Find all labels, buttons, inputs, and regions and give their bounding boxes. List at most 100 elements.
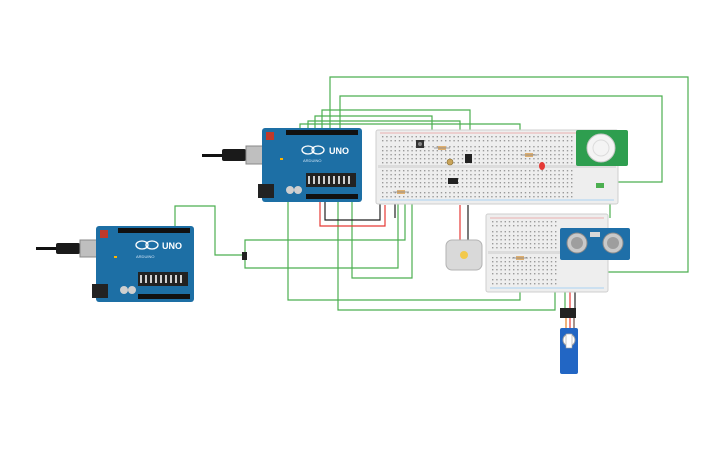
breadboard-hole[interactable] [524, 146, 527, 148]
breadboard-hole[interactable] [558, 170, 560, 172]
breadboard-hole[interactable] [529, 170, 531, 172]
breadboard-hole[interactable] [555, 239, 557, 241]
breadboard-hole[interactable] [554, 186, 556, 188]
breadboard-hole[interactable] [478, 196, 480, 198]
breadboard-hole[interactable] [542, 231, 544, 233]
breadboard-hole[interactable] [496, 225, 498, 227]
breadboard-hole[interactable] [508, 243, 511, 245]
breadboard-hole[interactable] [500, 247, 502, 249]
breadboard-hole[interactable] [517, 265, 519, 267]
breadboard-hole[interactable] [407, 170, 409, 172]
breadboard-hole[interactable] [503, 196, 506, 198]
breadboard-hole[interactable] [529, 162, 531, 164]
breadboard-hole[interactable] [445, 192, 447, 194]
resistor[interactable] [434, 146, 450, 150]
breadboard-hole[interactable] [533, 150, 535, 152]
breadboard-hole[interactable] [398, 154, 401, 156]
breadboard-hole[interactable] [516, 146, 518, 148]
breadboard-hole[interactable] [457, 186, 459, 188]
breadboard-hole[interactable] [546, 273, 548, 275]
breadboard-hole[interactable] [411, 140, 413, 142]
breadboard-hole[interactable] [517, 243, 519, 245]
breadboard-hole[interactable] [508, 170, 510, 172]
breadboard-hole[interactable] [555, 269, 557, 271]
breadboard-hole[interactable] [524, 182, 527, 184]
breadboard-hole[interactable] [432, 174, 434, 176]
breadboard-hole[interactable] [541, 196, 543, 198]
breadboard-hole[interactable] [516, 186, 518, 188]
breadboard-hole[interactable] [554, 158, 556, 160]
breadboard-hole[interactable] [554, 136, 556, 138]
breadboard-hole[interactable] [470, 174, 472, 176]
breadboard-hole[interactable] [534, 283, 536, 285]
breadboard-hole[interactable] [432, 146, 434, 148]
breadboard-hole[interactable] [386, 192, 388, 194]
breadboard-hole[interactable] [534, 269, 536, 271]
breadboard-hole[interactable] [555, 273, 557, 275]
breadboard-hole[interactable] [428, 162, 430, 164]
breadboard-hole[interactable] [521, 273, 523, 275]
breadboard-hole[interactable] [394, 178, 396, 180]
breadboard-hole[interactable] [500, 243, 502, 245]
breadboard-hole[interactable] [504, 279, 506, 281]
breadboard-hole[interactable] [534, 261, 536, 263]
breadboard-hole[interactable] [534, 257, 536, 259]
breadboard-hole[interactable] [386, 174, 388, 176]
breadboard-hole[interactable] [503, 140, 506, 142]
breadboard-hole[interactable] [503, 154, 506, 156]
breadboard-hole[interactable] [407, 150, 409, 152]
breadboard-hole[interactable] [524, 196, 527, 198]
breadboard-hole[interactable] [466, 146, 468, 148]
breadboard-hole[interactable] [432, 186, 434, 188]
breadboard-hole[interactable] [461, 192, 464, 194]
breadboard-hole[interactable] [562, 150, 564, 152]
breadboard-hole[interactable] [571, 186, 573, 188]
breadboard-hole[interactable] [386, 196, 388, 198]
breadboard-hole[interactable] [394, 140, 396, 142]
breadboard-hole[interactable] [520, 182, 522, 184]
breadboard-hole[interactable] [504, 239, 506, 241]
breadboard-hole[interactable] [513, 279, 515, 281]
breadboard-hole[interactable] [428, 182, 430, 184]
breadboard-hole[interactable] [508, 150, 510, 152]
breadboard-hole[interactable] [541, 150, 543, 152]
breadboard-hole[interactable] [529, 273, 532, 275]
breadboard-hole[interactable] [440, 140, 443, 142]
breadboard-hole[interactable] [487, 140, 489, 142]
breadboard-hole[interactable] [461, 174, 464, 176]
resistor[interactable] [512, 256, 528, 260]
breadboard-hole[interactable] [386, 140, 388, 142]
breadboard-hole[interactable] [440, 150, 443, 152]
breadboard-hole[interactable] [432, 162, 434, 164]
breadboard-hole[interactable] [513, 243, 515, 245]
breadboard-hole[interactable] [496, 221, 498, 223]
breadboard-hole[interactable] [508, 247, 511, 249]
breadboard-hole[interactable] [474, 162, 476, 164]
wire-black[interactable] [324, 200, 381, 221]
breadboard-hole[interactable] [466, 186, 468, 188]
breadboard-hole[interactable] [562, 140, 564, 142]
breadboard-hole[interactable] [474, 186, 476, 188]
breadboard-hole[interactable] [513, 235, 515, 237]
breadboard-hole[interactable] [495, 154, 497, 156]
breadboard-hole[interactable] [403, 150, 405, 152]
breadboard-hole[interactable] [403, 174, 405, 176]
breadboard-hole[interactable] [394, 158, 396, 160]
breadboard-hole[interactable] [386, 162, 388, 164]
breadboard-hole[interactable] [482, 196, 485, 198]
breadboard-hole[interactable] [537, 186, 539, 188]
breadboard-hole[interactable] [453, 196, 455, 198]
breadboard-hole[interactable] [496, 231, 498, 233]
breadboard-hole[interactable] [504, 273, 506, 275]
breadboard-hole[interactable] [554, 196, 556, 198]
breadboard-hole[interactable] [453, 192, 455, 194]
breadboard-hole[interactable] [428, 174, 430, 176]
breadboard-hole[interactable] [424, 140, 426, 142]
breadboard-hole[interactable] [500, 265, 502, 267]
breadboard-hole[interactable] [424, 170, 426, 172]
breadboard-hole[interactable] [529, 146, 531, 148]
breadboard-hole[interactable] [461, 158, 464, 160]
breadboard-hole[interactable] [453, 150, 455, 152]
breadboard-hole[interactable] [520, 150, 522, 152]
breadboard-hole[interactable] [529, 269, 532, 271]
